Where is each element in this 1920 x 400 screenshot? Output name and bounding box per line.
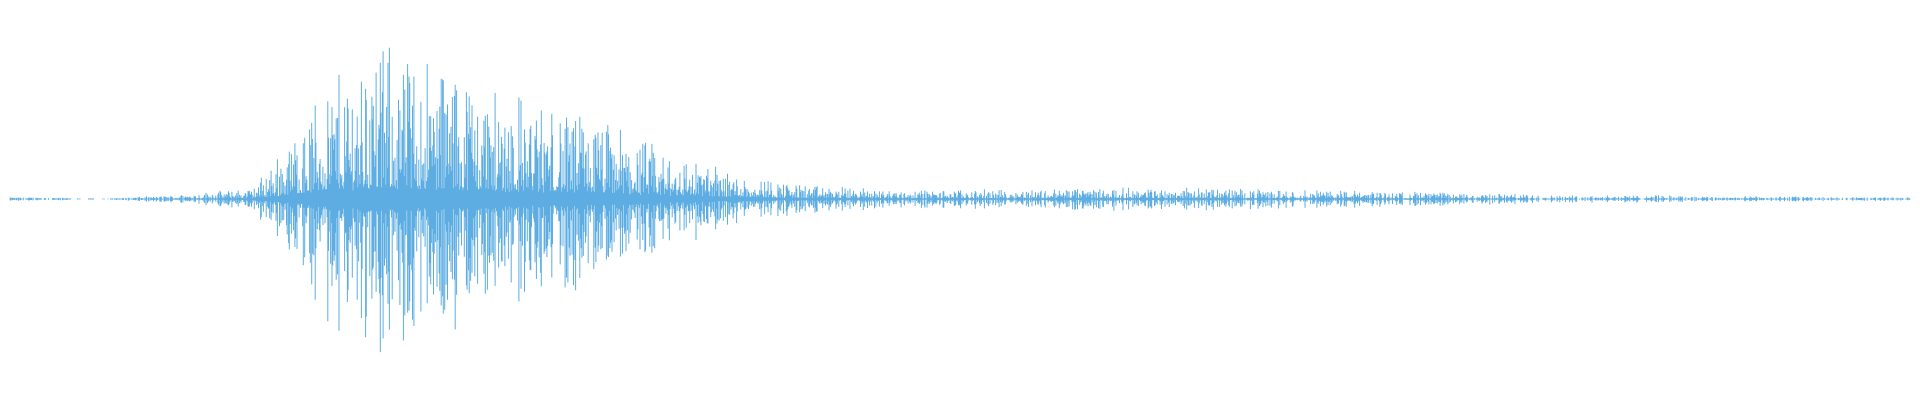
waveform-trace <box>9 47 1911 353</box>
